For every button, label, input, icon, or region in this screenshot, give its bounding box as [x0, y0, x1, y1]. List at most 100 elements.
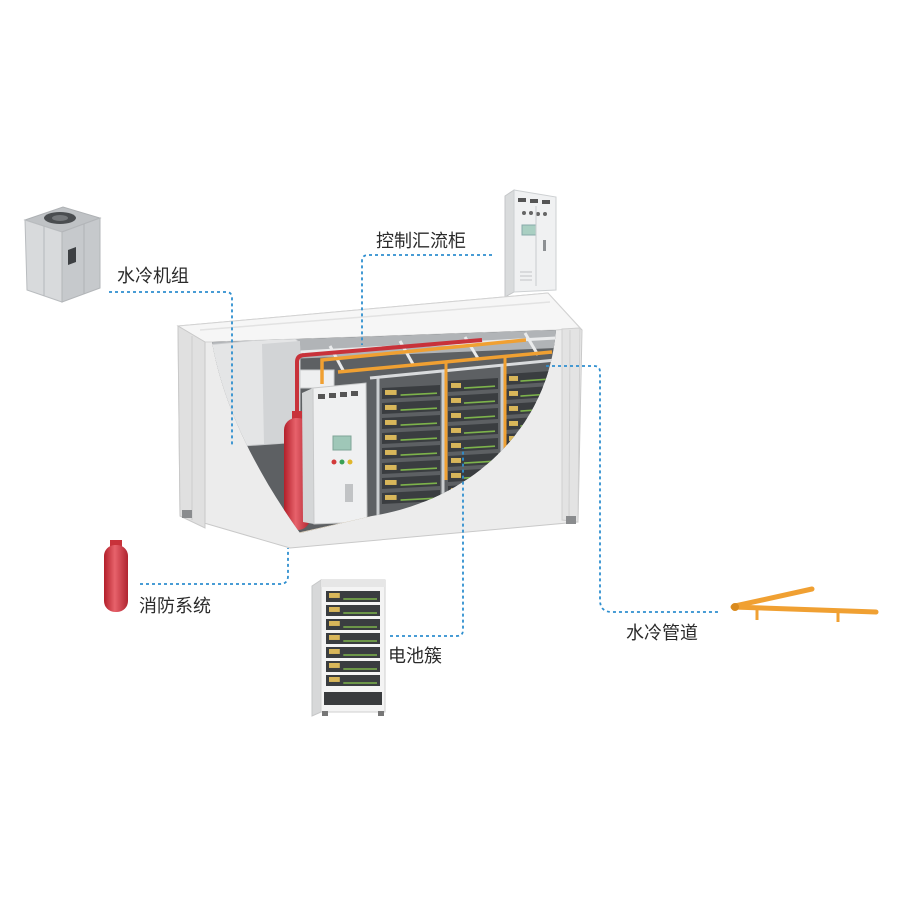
battery-module: [382, 385, 440, 399]
battery-module-case: [382, 460, 440, 474]
leader-line-fire-system: [140, 548, 289, 585]
battery-module-board: [400, 452, 438, 456]
battery-module-label: [451, 398, 461, 403]
container-cutaway: [176, 292, 583, 549]
battery-module-label: [451, 383, 461, 388]
leader-line-battery-cluster: [390, 448, 464, 637]
battery-module-case: [448, 453, 498, 467]
container-right-end-panel: [561, 327, 581, 523]
label-chiller-unit: 水冷机组: [117, 266, 189, 287]
battery-module-case: [448, 438, 498, 452]
battery-module-case: [448, 393, 498, 407]
battery-module-label: [385, 420, 397, 425]
battery-module-case: [382, 490, 440, 504]
battery-module-board: [463, 415, 496, 419]
battery-module: [382, 460, 440, 474]
battery-module: [382, 490, 440, 504]
battery-module: [382, 430, 440, 444]
battery-module-label: [451, 443, 461, 448]
battery-module-label: [329, 621, 340, 626]
inner-cooling-pipes: [295, 338, 553, 480]
battery-module-board: [463, 445, 496, 449]
ceiling-rail: [523, 332, 540, 356]
battery-module-board: [520, 378, 549, 382]
container-roof-rail: [199, 301, 551, 331]
battery-module-board: [463, 400, 496, 404]
battery-module-label: [385, 390, 397, 395]
battery-module-case: [382, 445, 440, 459]
container-panel-seam: [568, 329, 571, 521]
battery-module-case: [382, 475, 440, 489]
indicator-red-icon: [331, 459, 337, 465]
battery-module-label: [385, 480, 397, 485]
battery-module-label: [385, 435, 397, 440]
battery-module-label: [385, 495, 397, 500]
rack-side: [311, 579, 322, 717]
battery-module: [326, 633, 380, 644]
battery-module: [326, 647, 380, 658]
indicator-green-icon: [339, 459, 345, 465]
cabinet-front: [513, 189, 557, 293]
chiller-control-panel: [68, 247, 76, 265]
chiller-right-face: [61, 217, 101, 303]
cabinet-nameplate: [518, 198, 526, 202]
battery-module: [506, 371, 551, 385]
cabinet-nameplate: [542, 200, 550, 204]
battery-module-label: [329, 677, 340, 682]
battery-module-case: [448, 408, 498, 422]
battery-module-label: [329, 649, 340, 654]
inner-cabinet-side: [302, 388, 314, 524]
battery-module: [326, 591, 380, 602]
inner-cabinet-nameplate: [351, 391, 358, 396]
battery-module-board: [463, 430, 496, 434]
inner-chiller-top-box: [299, 369, 335, 389]
inner-control-cabinet: [302, 382, 368, 525]
battery-module-label: [385, 405, 397, 410]
extinguisher-cap: [110, 540, 122, 549]
battery-module-board: [463, 385, 496, 389]
battery-module-case: [382, 400, 440, 414]
cabinet-screen: [521, 224, 537, 236]
battery-module-label: [385, 465, 397, 470]
inner-cabinet-nameplate: [329, 393, 336, 398]
battery-module: [326, 675, 380, 686]
battery-module-label: [451, 413, 461, 418]
battery-module-label: [451, 473, 461, 478]
battery-module-label: [509, 421, 518, 426]
orange-pipe: [320, 338, 527, 384]
battery-module-label: [329, 607, 340, 612]
inner-cabinet-screen: [332, 435, 352, 451]
cabinet-knob-icon: [543, 212, 547, 216]
battery-module-board: [400, 437, 438, 441]
inner-chiller-shade: [262, 341, 300, 444]
container-foot: [182, 510, 192, 518]
cooling-pipe-image: [730, 586, 879, 622]
cabinet-nameplate: [530, 199, 538, 203]
leader-lines: [109, 254, 718, 637]
battery-module-label: [385, 450, 397, 455]
cabinet-knob-icon: [529, 211, 533, 215]
battery-module-label: [329, 663, 340, 668]
rack-top-beam: [369, 358, 556, 380]
battery-module: [448, 393, 498, 407]
battery-module-case: [506, 371, 551, 385]
indicator-yellow-icon: [347, 459, 353, 465]
battery-module: [448, 438, 498, 452]
leader-line-control-cabinet: [361, 254, 492, 345]
battery-module: [382, 445, 440, 459]
label-battery-cluster: 电池簇: [388, 646, 442, 667]
battery-module-case: [448, 378, 498, 392]
leader-line-chiller-unit: [109, 291, 233, 446]
rack-top-band: [321, 580, 385, 587]
control-cabinet-image: [504, 189, 557, 298]
battery-module: [382, 475, 440, 489]
fire-extinguisher-image: [104, 540, 128, 612]
battery-module-label: [451, 428, 461, 433]
battery-module-label: [509, 391, 518, 396]
battery-module: [326, 605, 380, 616]
standalone-battery-modules: [326, 591, 380, 686]
battery-module-case: [448, 423, 498, 437]
battery-module-label: [329, 593, 340, 598]
battery-module-board: [400, 467, 438, 471]
battery-module-board: [400, 422, 438, 426]
